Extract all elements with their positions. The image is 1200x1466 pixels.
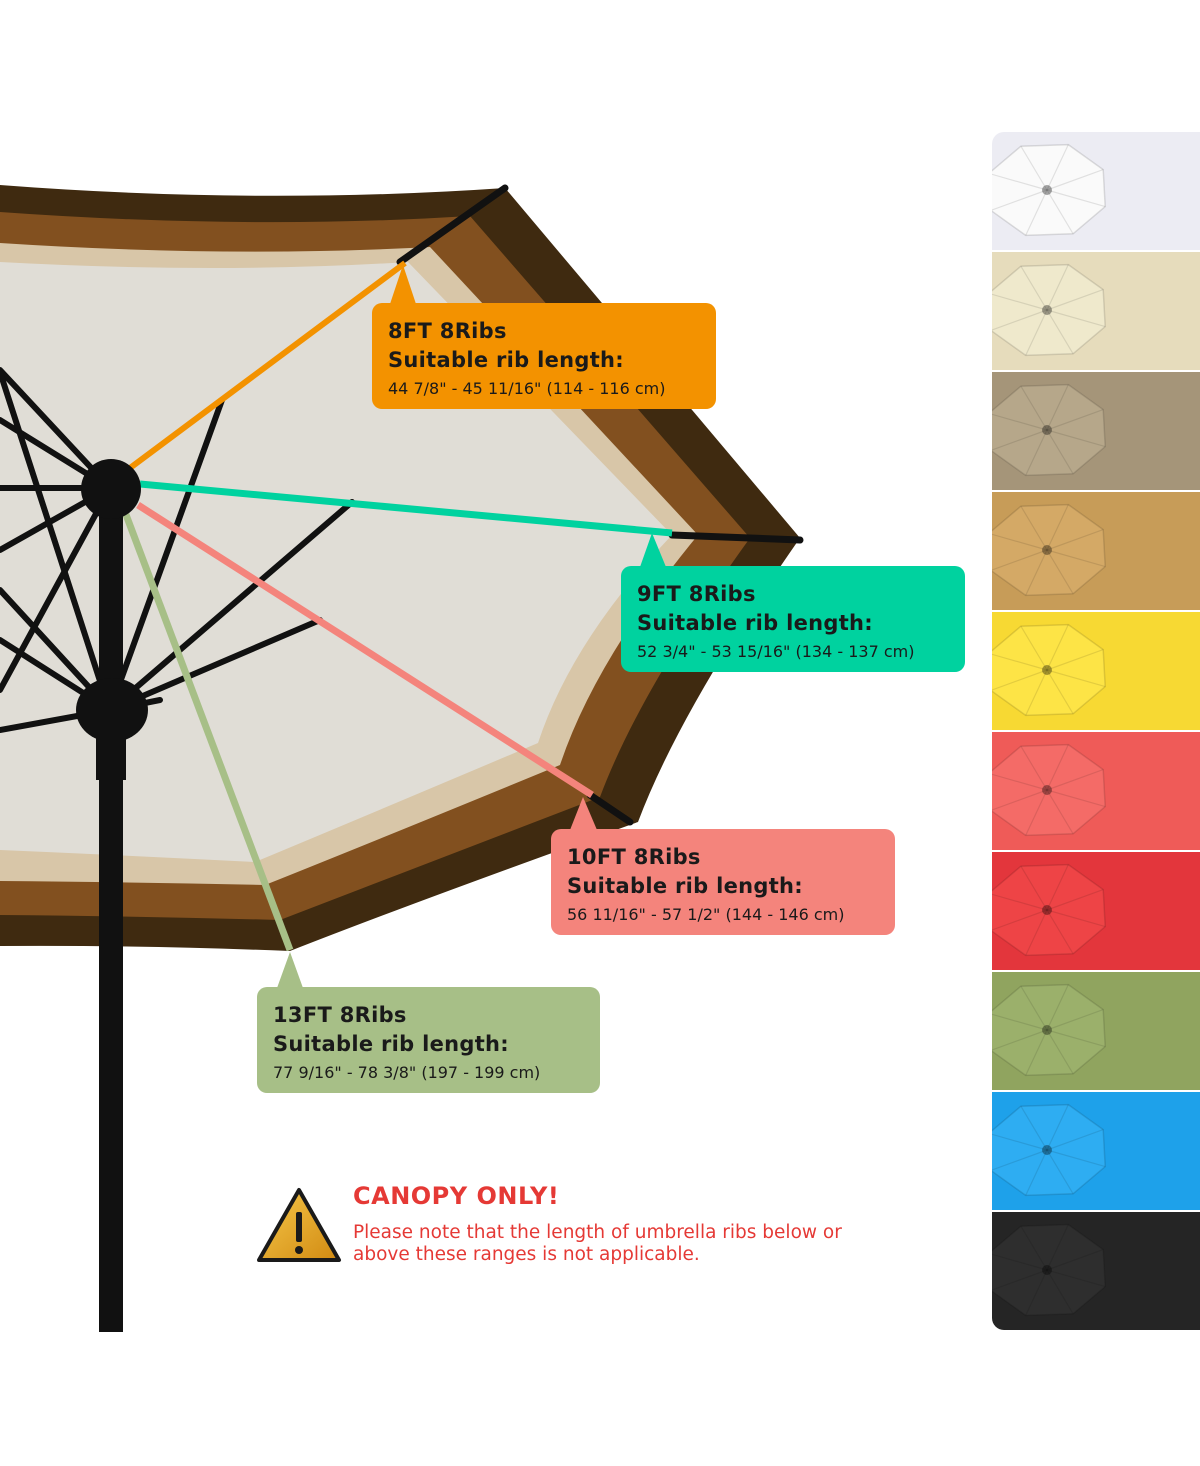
callout-size: 8FT 8Ribs <box>388 319 507 343</box>
callout-range: 56 11/16" - 57 1/2" (144 - 146 cm) <box>567 905 845 924</box>
umbrella-canopy-icon <box>992 863 1106 957</box>
runner-hub <box>76 678 148 742</box>
pointer-13ft <box>277 952 303 988</box>
umbrella-canopy-icon <box>992 1223 1106 1317</box>
callout-size: 9FT 8Ribs <box>637 582 756 606</box>
swatch-white[interactable] <box>992 132 1200 250</box>
callout-label: Suitable rib length: <box>637 611 873 635</box>
callout-label: Suitable rib length: <box>388 348 624 372</box>
callout-13ft: 13FT 8Ribs Suitable rib length: 77 9/16"… <box>257 987 600 1093</box>
swatch-tan[interactable] <box>992 492 1200 610</box>
umbrella-canopy-icon <box>992 143 1106 237</box>
pointer-8ft <box>390 265 416 304</box>
swatch-red[interactable] <box>992 852 1200 970</box>
rib-13ft <box>121 510 294 952</box>
rib-9ft <box>139 480 673 537</box>
callout-range: 77 9/16" - 78 3/8" (197 - 199 cm) <box>273 1063 541 1082</box>
warning-title: CANOPY ONLY! <box>353 1182 560 1210</box>
umbrella-canopy-icon <box>992 503 1106 597</box>
warning-triangle-icon <box>257 1188 341 1262</box>
swatch-olive-green[interactable] <box>992 972 1200 1090</box>
swatch-beige[interactable] <box>992 252 1200 370</box>
rib-8ft <box>128 260 407 471</box>
color-swatch-list <box>992 132 1200 1332</box>
callout-10ft: 10FT 8Ribs Suitable rib length: 56 11/16… <box>551 829 895 935</box>
callout-9ft: 9FT 8Ribs Suitable rib length: 52 3/4" -… <box>621 566 965 672</box>
swatch-taupe[interactable] <box>992 372 1200 490</box>
canopy-fabric <box>0 262 672 862</box>
callout-range: 52 3/4" - 53 15/16" (134 - 137 cm) <box>637 642 915 661</box>
swatch-sky-blue[interactable] <box>992 1092 1200 1210</box>
callout-label: Suitable rib length: <box>567 874 803 898</box>
rib-10ft <box>136 502 594 798</box>
umbrella-canopy-icon <box>992 623 1106 717</box>
callout-range: 44 7/8" - 45 11/16" (114 - 116 cm) <box>388 379 666 398</box>
umbrella-pole <box>99 488 123 1332</box>
umbrella-canopy-icon <box>992 743 1106 837</box>
umbrella-canopy-icon <box>992 383 1106 477</box>
warning-text: Please note that the length of umbrella … <box>353 1222 842 1265</box>
umbrella-canopy-icon <box>992 1103 1106 1197</box>
swatch-black[interactable] <box>992 1212 1200 1330</box>
top-hub <box>81 459 141 519</box>
callout-size: 10FT 8Ribs <box>567 845 701 869</box>
umbrella-canopy-icon <box>992 983 1106 1077</box>
callout-8ft: 8FT 8Ribs Suitable rib length: 44 7/8" -… <box>372 303 716 409</box>
pointer-9ft <box>640 533 666 567</box>
umbrella-canopy-icon <box>992 263 1106 357</box>
callout-label: Suitable rib length: <box>273 1032 509 1056</box>
callout-size: 13FT 8Ribs <box>273 1003 407 1027</box>
swatch-yellow[interactable] <box>992 612 1200 730</box>
pointer-10ft <box>570 797 597 830</box>
swatch-coral[interactable] <box>992 732 1200 850</box>
